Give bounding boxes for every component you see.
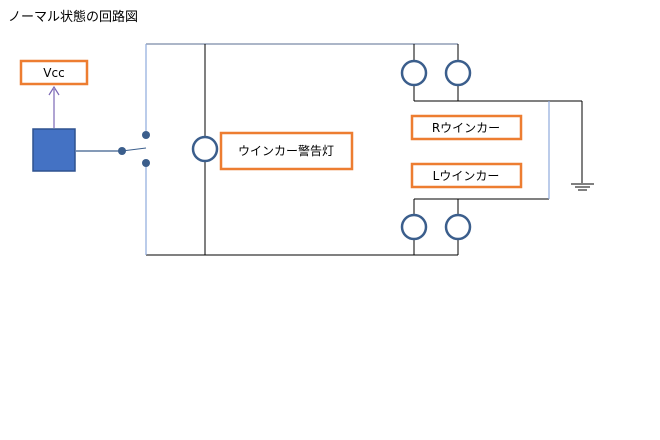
diagram-title: ノーマル状態の回路図: [8, 10, 139, 25]
switch-lever: [121, 147, 147, 152]
warning-lamp-label-box: ウインカー警告灯: [219, 131, 354, 171]
r-winker-label: Rウインカー: [432, 121, 500, 135]
vcc-arrow-head: [48, 85, 60, 96]
warning-lamp-icon: [191, 135, 219, 163]
ground-symbol: [571, 183, 594, 191]
vcc-label-box: Vcc: [19, 59, 89, 86]
switch-contact-upper: [142, 131, 150, 139]
warning-lamp-label: ウインカー警告灯: [238, 143, 334, 158]
switch-common-dot: [118, 147, 126, 155]
vcc-label: Vcc: [43, 66, 64, 80]
l-winker-label: Lウインカー: [433, 169, 500, 183]
r-winker-label-box: Rウインカー: [410, 114, 523, 141]
relay-block: [32, 128, 76, 172]
switch-contact-lower: [142, 159, 150, 167]
l-front-lamp-icon: [400, 213, 428, 241]
r-rear-lamp-icon: [444, 59, 472, 87]
r-front-lamp-icon: [400, 59, 428, 87]
l-winker-label-box: Lウインカー: [410, 162, 523, 189]
l-rear-lamp-icon: [444, 213, 472, 241]
